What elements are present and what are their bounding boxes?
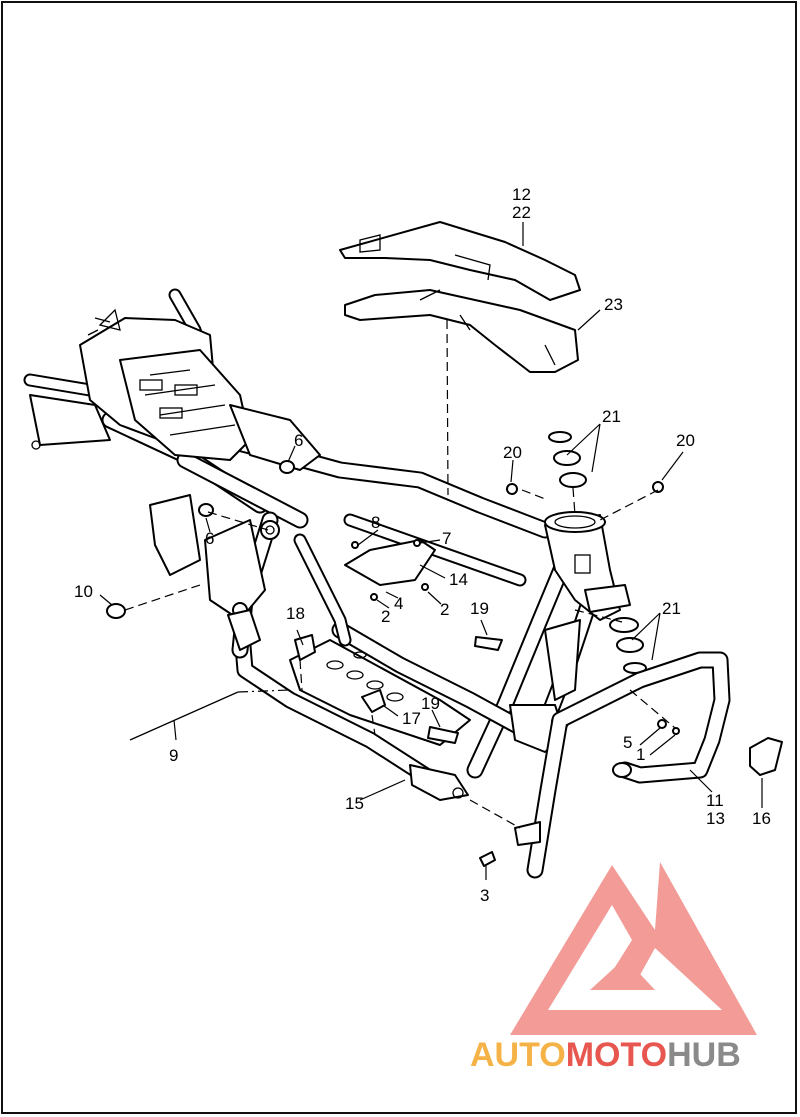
callout-6-lower: 6 xyxy=(205,529,214,548)
screw-2b xyxy=(421,583,429,591)
callout-18: 18 xyxy=(286,604,305,623)
callout-6-upper: 6 xyxy=(294,431,303,450)
callout-13: 13 xyxy=(706,809,725,828)
callout-labels: 12 22 23 21 20 20 6 6 8 7 14 4 2 2 21 10… xyxy=(74,185,771,905)
washer-5 xyxy=(657,719,667,729)
cover-plate xyxy=(344,539,436,586)
watermark-moto: MOTO xyxy=(566,1036,667,1074)
clamp-17 xyxy=(361,689,386,713)
clip-19-lower xyxy=(427,726,459,744)
clamp-18 xyxy=(294,634,316,661)
callout-2-left: 2 xyxy=(381,607,390,626)
rod-9 xyxy=(129,691,239,741)
swingarm-pivot-area xyxy=(149,494,280,651)
callout-5: 5 xyxy=(623,733,632,752)
callout-3: 3 xyxy=(480,886,489,905)
bushing-6-upper xyxy=(279,460,295,474)
callout-2-right: 2 xyxy=(440,600,449,619)
screw-8 xyxy=(351,541,359,549)
watermark-auto: AUTO xyxy=(470,1036,566,1074)
bushing-6-lower xyxy=(198,503,214,517)
callout-21-upper: 21 xyxy=(602,407,621,426)
watermark-hub: HUB xyxy=(667,1036,741,1074)
screw-2a xyxy=(370,593,378,601)
callout-19-lower: 19 xyxy=(421,694,440,713)
engine-guard xyxy=(514,651,731,879)
callout-4: 4 xyxy=(394,594,403,613)
callout-23: 23 xyxy=(604,295,623,314)
callout-12: 12 xyxy=(512,185,531,204)
steering-bearings-upper xyxy=(548,431,587,488)
callout-20-left: 20 xyxy=(503,443,522,462)
watermark-logo xyxy=(510,862,757,1035)
bracket-16 xyxy=(749,737,783,776)
callout-16: 16 xyxy=(752,809,771,828)
clip-19-upper xyxy=(474,636,503,651)
callout-22: 22 xyxy=(512,203,531,222)
callout-21-lower: 21 xyxy=(662,599,681,618)
screw-7 xyxy=(413,539,421,547)
callout-1: 1 xyxy=(636,745,645,764)
watermark-text: AUTOMOTOHUB xyxy=(470,1036,741,1074)
callout-15: 15 xyxy=(345,794,364,813)
assembly-lines xyxy=(124,319,676,829)
screw-1 xyxy=(672,727,680,735)
callout-19-upper: 19 xyxy=(470,599,489,618)
callout-11: 11 xyxy=(706,791,724,810)
callout-10: 10 xyxy=(74,582,93,601)
grommet-10 xyxy=(106,603,126,619)
callout-20-right: 20 xyxy=(676,431,695,450)
callout-8: 8 xyxy=(371,513,380,532)
plug-20-right xyxy=(652,481,664,493)
callout-14: 14 xyxy=(449,570,468,589)
callout-7: 7 xyxy=(442,529,451,548)
rear-fender-support xyxy=(29,308,321,471)
callout-9: 9 xyxy=(169,746,178,765)
plug-20-left xyxy=(506,483,518,495)
steering-head xyxy=(544,511,631,621)
frame-lower-cover xyxy=(344,289,579,373)
leader-lines xyxy=(99,222,763,880)
bolt-3 xyxy=(479,851,496,867)
callout-17: 17 xyxy=(402,709,421,728)
frame-backbone-cover xyxy=(339,221,581,301)
steering-bearings-lower xyxy=(609,617,647,674)
